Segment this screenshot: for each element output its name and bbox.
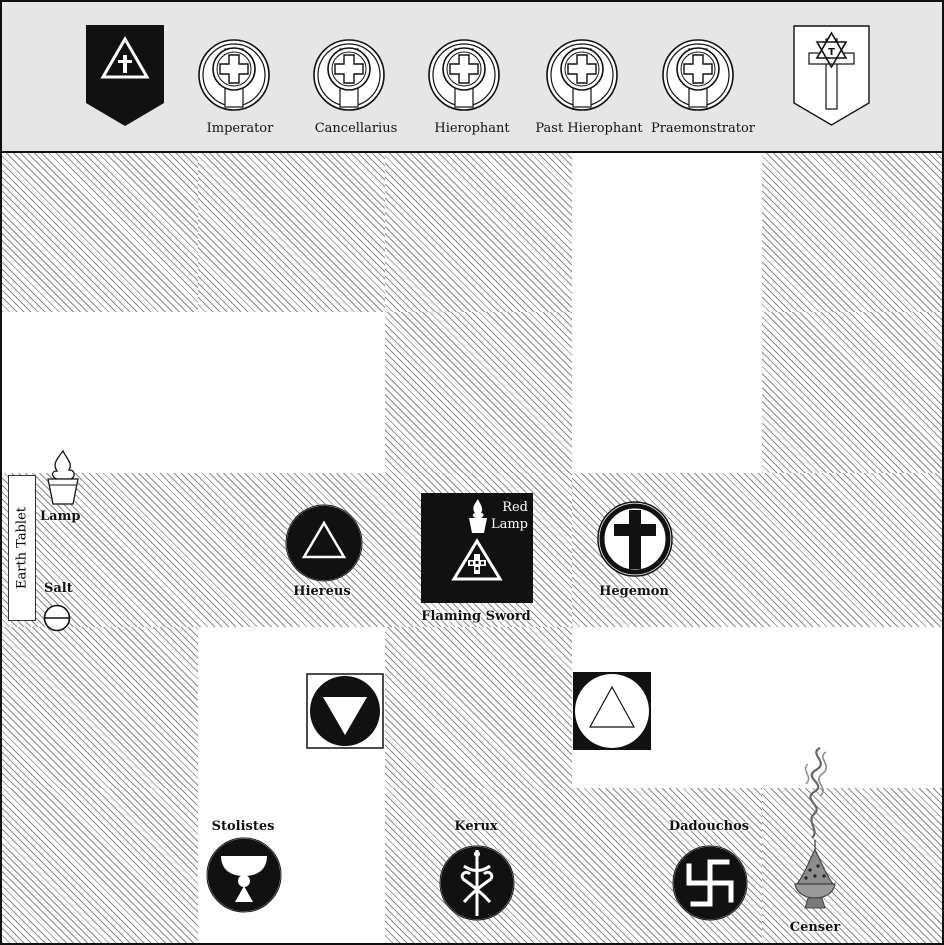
cancellarius-seat-icon [313,39,385,111]
kerux-seat-icon [438,844,516,922]
red-lamp-icon [467,498,489,534]
hierophant-label: Hierophant [434,121,509,136]
lamp-icon [45,449,81,505]
stolistes-label: Stolistes [212,819,275,834]
floor-square-hatched [2,788,198,943]
praemonstrator-seat-icon [662,39,734,111]
past-hierophant-seat-icon [546,39,618,111]
floor-square-hatched [2,627,198,788]
dadouchos-label: Dadouchos [669,819,749,834]
earth-tablet-label: Earth Tablet [15,507,30,589]
kerux-label: Kerux [454,819,497,834]
flaming-sword-icon [451,538,503,582]
svg-text:T: T [828,47,835,58]
lamp-label: Lamp [40,509,80,524]
earth-tablet: Earth Tablet [8,475,36,621]
floor-square-hatched [385,312,572,473]
white-banner-icon: T [793,25,871,127]
imperator-label: Imperator [207,121,274,136]
cancellarius-label: Cancellarius [315,121,398,136]
hierophant-seat-icon [428,39,500,111]
censer-icon [790,744,840,920]
red-lamp-label-2: Lamp [490,517,528,532]
hegemon-seat-icon [596,500,674,578]
floor-square-hatched [385,153,572,312]
hiereus-label: Hiereus [293,584,350,599]
censer-label: Censer [790,920,841,935]
floor-square-hatched [762,153,942,312]
floor-square-hatched [198,153,385,312]
salt-label: Salt [44,581,73,596]
floor-square-hatched [2,153,198,312]
hegemon-label: Hegemon [599,584,669,599]
red-lamp-label-1: Red [494,500,528,515]
dadouchos-seat-icon [671,844,749,922]
praemonstrator-label: Praemonstrator [651,121,755,136]
salt-icon [42,603,72,633]
flaming-sword-label: Flaming Sword [421,609,531,624]
stolistes-seat-icon [205,836,283,914]
past-hierophant-label: Past Hierophant [535,121,642,136]
white-pillar-icon [573,672,651,750]
floor-square-hatched [762,312,942,473]
imperator-seat-icon [198,39,270,111]
hiereus-seat-icon [284,503,364,583]
floor-square-hatched [385,627,572,788]
black-banner-icon [86,25,166,127]
black-pillar-icon [306,673,384,749]
